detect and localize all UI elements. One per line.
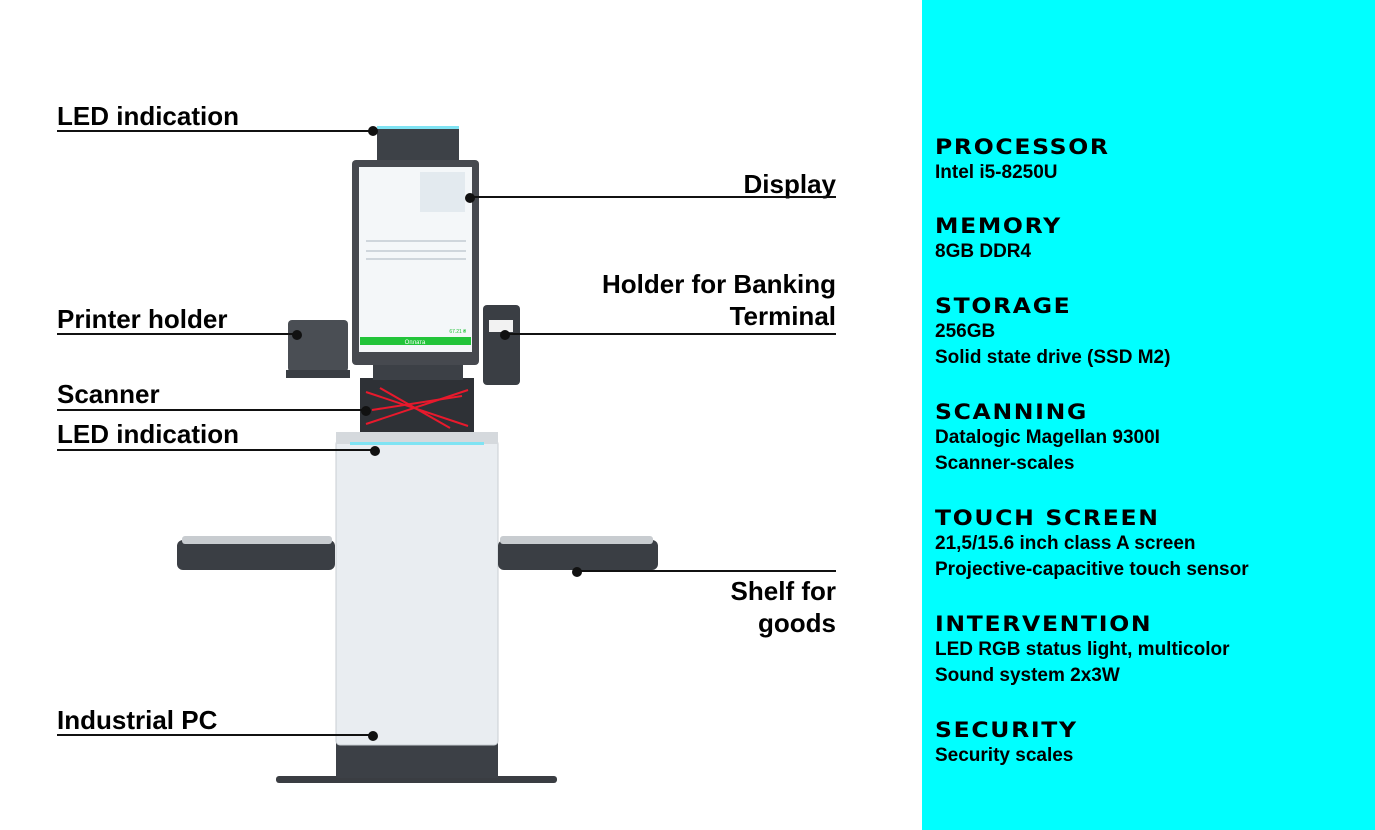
shelf-left <box>177 540 335 570</box>
callout-industrial-pc: Industrial PC <box>57 705 218 735</box>
kiosk-illustration: Оплата 67.21 ₴ <box>177 126 658 783</box>
pedestal-bottom <box>336 742 498 778</box>
led-strip-bottom <box>350 442 484 445</box>
svg-text:67.21 ₴: 67.21 ₴ <box>449 329 466 335</box>
callout-led-top: LED indication <box>57 101 239 131</box>
laser-lines <box>365 387 469 429</box>
callout-led-bottom: LED indication <box>57 419 239 449</box>
callout-display: Display <box>743 169 837 199</box>
top-speaker <box>377 128 459 162</box>
banking-terminal <box>483 305 520 385</box>
callout-printer-holder: Printer holder <box>57 304 228 334</box>
pedestal-pc <box>335 439 499 746</box>
callout-scanner: Scanner <box>57 379 160 409</box>
led-strip-top <box>377 126 459 129</box>
printer-holder <box>288 320 348 372</box>
spec-panel <box>922 0 1375 830</box>
pay-button <box>360 337 471 345</box>
svg-text:Оплата: Оплата <box>405 340 426 346</box>
shelf-right <box>498 540 658 570</box>
scanner <box>360 378 474 432</box>
